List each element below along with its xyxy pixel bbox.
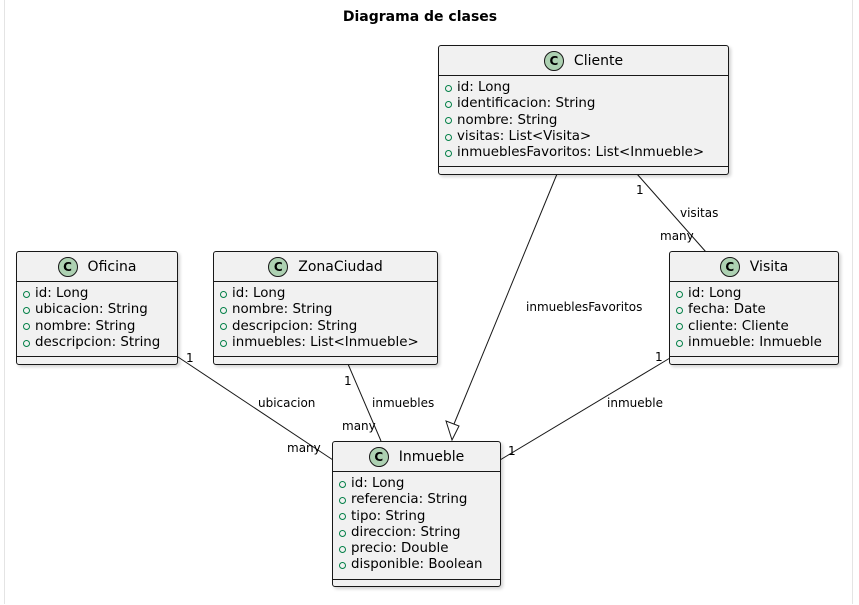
public-visibility-icon xyxy=(445,149,452,157)
relation-label-visitas: visitas xyxy=(680,206,719,220)
multiplicity-visita-from: 1 xyxy=(655,350,663,364)
public-visibility-icon xyxy=(23,306,30,314)
class-oficina-attributes: id: Long ubicacion: String nombre: Strin… xyxy=(17,282,177,358)
public-visibility-icon xyxy=(676,339,683,347)
class-inmueble-header: C Inmueble xyxy=(333,442,500,472)
class-c-icon: C xyxy=(543,50,564,71)
relation-oficina-inmueble xyxy=(177,356,334,461)
public-visibility-icon xyxy=(339,496,346,504)
class-inmueble-name: Inmueble xyxy=(398,448,465,465)
public-visibility-icon xyxy=(445,133,452,141)
class-oficina-methods xyxy=(17,357,177,364)
attribute: id: Long xyxy=(220,286,437,302)
class-c-icon: C xyxy=(368,446,389,467)
public-visibility-icon xyxy=(23,323,30,331)
attribute: descripcion: String xyxy=(23,335,177,351)
attribute: disponible: Boolean xyxy=(339,557,500,573)
attribute: descripcion: String xyxy=(220,319,437,335)
attribute: referencia: String xyxy=(339,492,500,508)
class-cliente-methods xyxy=(439,167,728,174)
multiplicity-visita-to: 1 xyxy=(508,444,516,458)
attribute: id: Long xyxy=(23,286,177,302)
attribute: ubicacion: String xyxy=(23,302,177,318)
class-zonaciudad-header: C ZonaCiudad xyxy=(214,252,437,282)
class-inmueble-methods xyxy=(333,580,500,587)
public-visibility-icon xyxy=(445,84,452,92)
relation-label-inmuebles: inmuebles xyxy=(372,396,435,410)
class-oficina: C Oficina id: Long ubicacion: String nom… xyxy=(16,251,178,365)
class-zonaciudad: C ZonaCiudad id: Long nombre: String des… xyxy=(213,251,438,365)
class-visita-methods xyxy=(670,357,838,364)
attribute: id: Long xyxy=(676,286,838,302)
public-visibility-icon xyxy=(676,290,683,298)
class-cliente-header: C Cliente xyxy=(439,46,728,76)
multiplicity-cliente-visita-to: many xyxy=(660,229,694,243)
multiplicity-cliente-visita-from: 1 xyxy=(636,183,644,197)
public-visibility-icon xyxy=(339,545,346,553)
public-visibility-icon xyxy=(339,529,346,537)
multiplicity-zonaciudad-to: many xyxy=(342,419,376,433)
attribute: tipo: String xyxy=(339,509,500,525)
public-visibility-icon xyxy=(339,513,346,521)
attribute: visitas: List<Visita> xyxy=(445,129,728,145)
class-oficina-name: Oficina xyxy=(87,258,137,275)
diagram-frame xyxy=(4,0,853,604)
class-c-icon: C xyxy=(719,256,740,277)
attribute: inmueble: Inmueble xyxy=(676,335,838,351)
public-visibility-icon xyxy=(339,562,346,570)
public-visibility-icon xyxy=(23,290,30,298)
relation-cliente-visita xyxy=(636,173,707,253)
relation-label-inmueblesfavoritos: inmueblesFavoritos xyxy=(526,300,643,314)
attribute: nombre: String xyxy=(23,319,177,335)
class-visita: C Visita id: Long fecha: Date cliente: C… xyxy=(669,251,839,365)
attribute: cliente: Cliente xyxy=(676,319,838,335)
attribute: nombre: String xyxy=(220,302,437,318)
diagram-title: Diagrama de clases xyxy=(342,9,498,25)
public-visibility-icon xyxy=(445,100,452,108)
class-visita-name: Visita xyxy=(749,258,789,275)
class-zonaciudad-attributes: id: Long nombre: String descripcion: Str… xyxy=(214,282,437,358)
relation-label-inmueble: inmueble xyxy=(607,396,663,410)
attribute: precio: Double xyxy=(339,541,500,557)
relation-zonaciudad-inmueble xyxy=(347,363,382,442)
class-cliente: C Cliente id: Long identificacion: Strin… xyxy=(438,45,729,175)
class-c-icon: C xyxy=(268,256,289,277)
public-visibility-icon xyxy=(23,339,30,347)
class-zonaciudad-name: ZonaCiudad xyxy=(298,258,383,275)
multiplicity-oficina-from: 1 xyxy=(186,351,194,365)
class-cliente-attributes: id: Long identificacion: String nombre: … xyxy=(439,76,728,168)
multiplicity-zonaciudad-from: 1 xyxy=(344,374,352,388)
class-oficina-header: C Oficina xyxy=(17,252,177,282)
attribute: id: Long xyxy=(339,476,500,492)
public-visibility-icon xyxy=(220,339,227,347)
public-visibility-icon xyxy=(220,290,227,298)
public-visibility-icon xyxy=(339,480,346,488)
attribute: nombre: String xyxy=(445,113,728,129)
class-c-icon: C xyxy=(57,256,78,277)
relation-cliente-inmueble xyxy=(453,173,558,425)
public-visibility-icon xyxy=(445,117,452,125)
multiplicity-oficina-to: many xyxy=(287,441,321,455)
relation-label-ubicacion: ubicacion xyxy=(258,396,316,410)
class-visita-header: C Visita xyxy=(670,252,838,282)
public-visibility-icon xyxy=(220,323,227,331)
attribute: fecha: Date xyxy=(676,302,838,318)
attribute: inmuebles: List<Inmueble> xyxy=(220,335,437,351)
relation-visita-inmueble xyxy=(499,357,671,461)
class-visita-attributes: id: Long fecha: Date cliente: Cliente in… xyxy=(670,282,838,358)
attribute: direccion: String xyxy=(339,525,500,541)
attribute: id: Long xyxy=(445,80,728,96)
attribute: inmueblesFavoritos: List<Inmueble> xyxy=(445,145,728,161)
inheritance-arrowhead xyxy=(445,420,460,442)
class-inmueble: C Inmueble id: Long referencia: String t… xyxy=(332,441,501,587)
public-visibility-icon xyxy=(676,323,683,331)
public-visibility-icon xyxy=(220,306,227,314)
class-zonaciudad-methods xyxy=(214,357,437,364)
class-cliente-name: Cliente xyxy=(573,52,624,69)
class-inmueble-attributes: id: Long referencia: String tipo: String… xyxy=(333,472,500,580)
attribute: identificacion: String xyxy=(445,96,728,112)
public-visibility-icon xyxy=(676,306,683,314)
